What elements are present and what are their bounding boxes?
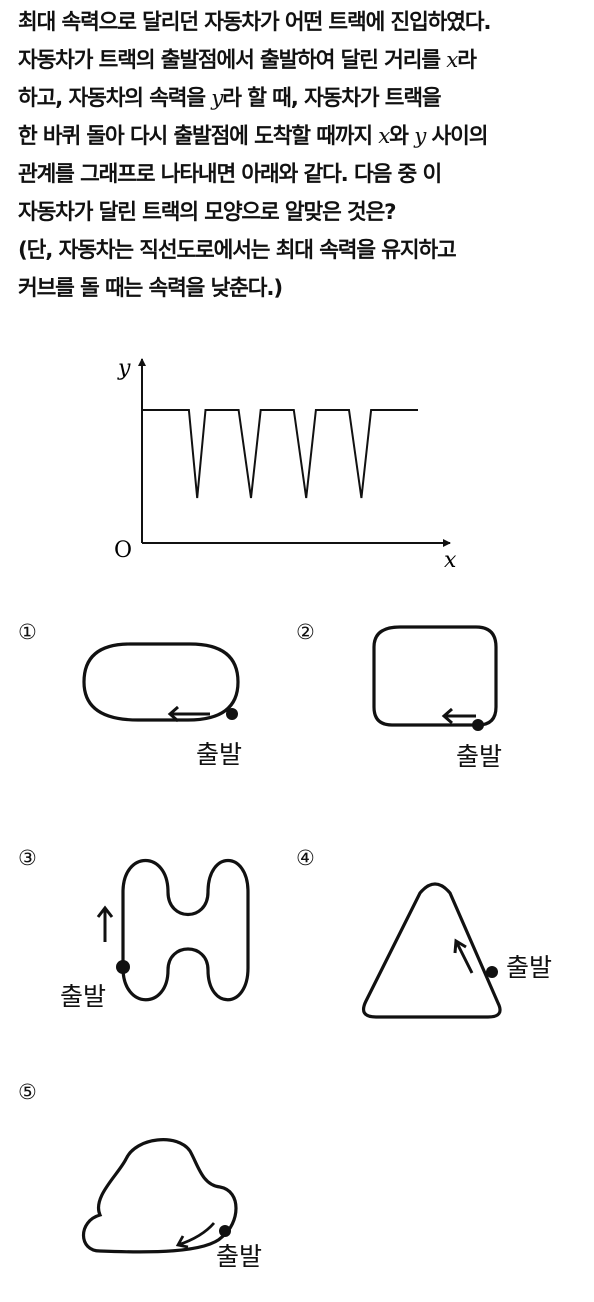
start-dot [472, 719, 484, 731]
track-irregular-blob [82, 1138, 238, 1254]
problem-line: 하고, 자동차의 속력을 y라 할 때, 자동차가 트랙을 [18, 80, 590, 118]
problem-text-segment: 한 바퀴 돌아 다시 출발점에 도착할 때까지 [18, 124, 379, 149]
choice-number-2[interactable]: ② [296, 620, 315, 644]
direction-arrow [175, 1222, 216, 1249]
speed-distance-graph: y x O [114, 356, 457, 573]
origin-label: O [114, 538, 132, 563]
start-dot [226, 708, 238, 720]
direction-arrow [96, 905, 114, 942]
track-path [121, 858, 250, 1002]
problem-text-segment: 최대 속력으로 달리던 자동차가 어떤 트랙에 진입하였다. [18, 10, 492, 35]
problem-line: 자동차가 달린 트랙의 모양으로 알맞은 것은? [18, 194, 590, 232]
problem-line: 커브를 돌 때는 속력을 낮춘다.) [18, 270, 590, 308]
track-path [82, 1138, 238, 1254]
start-label-3: 출발 [60, 982, 107, 1011]
problem-text-segment: 커브를 돌 때는 속력을 낮춘다.) [18, 276, 283, 301]
problem-text-segment: 와 [389, 124, 415, 149]
problem-text: 최대 속력으로 달리던 자동차가 어떤 트랙에 진입하였다. 자동차가 트랙의 출… [18, 4, 590, 308]
start-dot [486, 966, 498, 978]
problem-text-segment: 관계를 그래프로 나타내면 아래와 같다. 다음 중 이 [18, 162, 442, 187]
problem-text-segment: (단, 자동차는 직선도로에서는 최대 속력을 유지하고 [18, 238, 457, 263]
problem-line: (단, 자동차는 직선도로에서는 최대 속력을 유지하고 [18, 232, 590, 270]
problem-line: 자동차가 트랙의 출발점에서 출발하여 달린 거리를 x라 [18, 42, 590, 80]
direction-arrow [453, 938, 474, 974]
start-dot [116, 960, 130, 974]
direction-arrow [167, 705, 210, 723]
track-path [372, 625, 498, 727]
choice-number-1[interactable]: ① [18, 620, 37, 644]
problem-text-segment: 사이의 [425, 124, 489, 149]
problem-text-segment: 하고, 자동차의 속력을 [18, 86, 212, 111]
track-triangle [362, 882, 502, 1019]
math-variable: y [414, 124, 426, 149]
track-path [362, 882, 502, 1019]
track-rounded-square [372, 625, 498, 731]
track-rounded-oval [82, 642, 240, 723]
choice-number-5[interactable]: ⑤ [18, 1080, 37, 1104]
track-h-shape [96, 858, 250, 1002]
choice-number-3[interactable]: ③ [18, 846, 37, 870]
math-variable: x [378, 124, 390, 149]
math-variable: x [446, 48, 458, 73]
start-dot [219, 1225, 231, 1237]
problem-text-segment: 라 [457, 48, 477, 73]
start-label-4: 출발 [506, 953, 553, 982]
track-path [82, 642, 240, 722]
problem-line: 관계를 그래프로 나타내면 아래와 같다. 다음 중 이 [18, 156, 590, 194]
start-label-1: 출발 [196, 740, 243, 769]
problem-text-segment: 자동차가 달린 트랙의 모양으로 알맞은 것은? [18, 200, 397, 225]
direction-arrow [441, 707, 476, 725]
x-axis-label: x [444, 548, 457, 573]
start-label-2: 출발 [456, 742, 503, 771]
y-axis-label: y [117, 356, 131, 381]
choice-number-4[interactable]: ④ [296, 846, 315, 870]
problem-line: 한 바퀴 돌아 다시 출발점에 도착할 때까지 x와 y 사이의 [18, 118, 590, 156]
problem-line: 최대 속력으로 달리던 자동차가 어떤 트랙에 진입하였다. [18, 4, 590, 42]
start-label-5: 출발 [216, 1242, 263, 1271]
math-variable: y [211, 86, 223, 111]
speed-series-line [142, 409, 418, 499]
problem-text-segment: 자동차가 트랙의 출발점에서 출발하여 달린 거리를 [18, 48, 447, 73]
problem-text-segment: 라 할 때, 자동차가 트랙을 [222, 86, 441, 111]
